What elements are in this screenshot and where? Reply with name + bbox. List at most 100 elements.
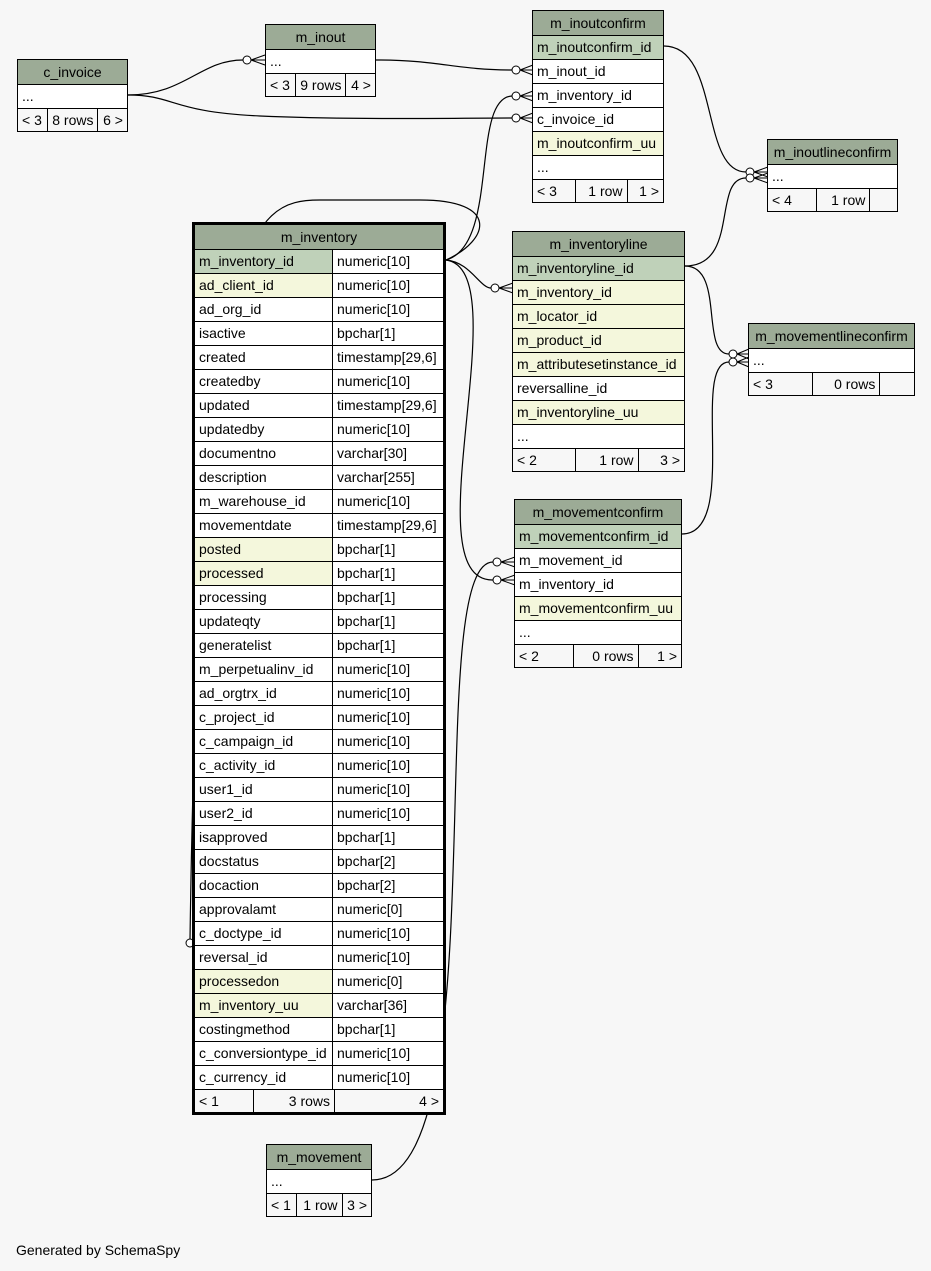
row-count: 3 rows — [253, 1090, 334, 1112]
column-row[interactable]: m_inventory_id — [513, 281, 684, 305]
table-header[interactable]: c_invoice — [18, 60, 127, 85]
column-row[interactable]: c_invoice_id — [533, 108, 663, 132]
table-header[interactable]: m_inoutlineconfirm — [768, 140, 897, 165]
column-row[interactable]: m_inventoryline_uu — [513, 401, 684, 425]
column-row[interactable]: m_movementconfirm_uu — [515, 597, 681, 621]
table-m-inventoryline[interactable]: m_inventoryline m_inventoryline_id m_inv… — [512, 231, 685, 472]
parents-count[interactable]: < 3 — [18, 109, 47, 131]
column-row[interactable]: ... — [267, 1170, 371, 1194]
children-count[interactable]: 1 > — [626, 180, 663, 202]
column-row[interactable]: m_inventory_id — [533, 84, 663, 108]
parents-count[interactable]: < 3 — [266, 74, 295, 96]
parents-count[interactable]: < 1 — [195, 1090, 253, 1112]
column-row[interactable]: m_locator_id — [513, 305, 684, 329]
children-count[interactable] — [869, 189, 897, 211]
parents-count[interactable]: < 2 — [515, 645, 574, 667]
table-m-inoutconfirm[interactable]: m_inoutconfirm m_inoutconfirm_id m_inout… — [532, 10, 664, 203]
column-type: bpchar[1] — [332, 634, 443, 657]
column-row[interactable]: ... — [513, 425, 684, 449]
parents-count[interactable]: < 2 — [513, 449, 576, 471]
children-count[interactable]: 6 > — [97, 109, 127, 131]
column-row[interactable]: m_inoutconfirm_uu — [533, 132, 663, 156]
column-type: numeric[0] — [332, 898, 443, 921]
parents-count[interactable]: < 4 — [768, 189, 817, 211]
column-row[interactable]: m_product_id — [513, 329, 684, 353]
table-header[interactable]: m_movementlineconfirm — [749, 324, 914, 349]
column-row[interactable]: m_inoutconfirm_id — [533, 36, 663, 60]
table-header[interactable]: m_movementconfirm — [515, 500, 681, 525]
table-header[interactable]: m_inventory — [195, 225, 443, 250]
children-count[interactable] — [879, 373, 914, 395]
parents-count[interactable]: < 3 — [749, 373, 813, 395]
table-m-movementconfirm[interactable]: m_movementconfirm m_movementconfirm_id m… — [514, 499, 682, 668]
parents-count[interactable]: < 1 — [267, 1194, 297, 1216]
table-header[interactable]: m_inventoryline — [513, 232, 684, 257]
column-row[interactable]: m_inventoryline_id — [513, 257, 684, 281]
column-name: m_inout_id — [537, 63, 606, 79]
children-count[interactable]: 1 > — [637, 645, 681, 667]
column-row[interactable]: ... — [749, 349, 914, 373]
column-row[interactable]: m_movement_id — [515, 549, 681, 573]
column-row[interactable]: ... — [266, 50, 375, 74]
column-row[interactable]: ... — [533, 156, 663, 180]
column-row[interactable]: m_inventory_id — [515, 573, 681, 597]
column-row[interactable]: ... — [18, 85, 127, 109]
children-count[interactable]: 4 > — [334, 1090, 443, 1112]
parents-count[interactable]: < 3 — [533, 180, 576, 202]
column-row[interactable]: m_movementconfirm_id — [515, 525, 681, 549]
children-count[interactable]: 4 > — [345, 74, 375, 96]
column-row[interactable]: reversalline_id — [513, 377, 684, 401]
children-count[interactable]: 3 > — [637, 449, 684, 471]
table-header[interactable]: m_inoutconfirm — [533, 11, 663, 36]
column-row[interactable]: m_inout_id — [533, 60, 663, 84]
table-header[interactable]: m_movement — [267, 1145, 371, 1170]
table-header[interactable]: m_inout — [266, 25, 375, 50]
column-row[interactable]: m_attributesetinstance_id — [513, 353, 684, 377]
column-row[interactable]: ... — [768, 165, 897, 189]
children-count[interactable]: 3 > — [341, 1194, 371, 1216]
column-row[interactable]: ... — [515, 621, 681, 645]
